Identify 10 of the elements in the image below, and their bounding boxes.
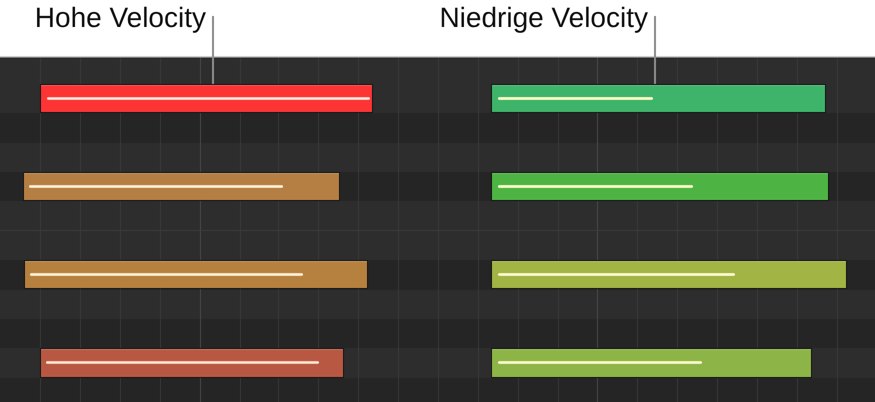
midi-note-bar bbox=[40, 348, 344, 378]
callout-label: Hohe Velocity bbox=[34, 2, 206, 34]
midi-note-bar bbox=[24, 260, 368, 289]
midi-note-bar bbox=[491, 260, 847, 289]
callout-label: Niedrige Velocity bbox=[439, 2, 648, 34]
midi-note-bar bbox=[23, 172, 340, 201]
midi-note-bar bbox=[491, 84, 826, 113]
midi-note-bar bbox=[491, 172, 829, 201]
midi-note-bar bbox=[40, 84, 373, 113]
midi-note-bar bbox=[491, 348, 812, 378]
